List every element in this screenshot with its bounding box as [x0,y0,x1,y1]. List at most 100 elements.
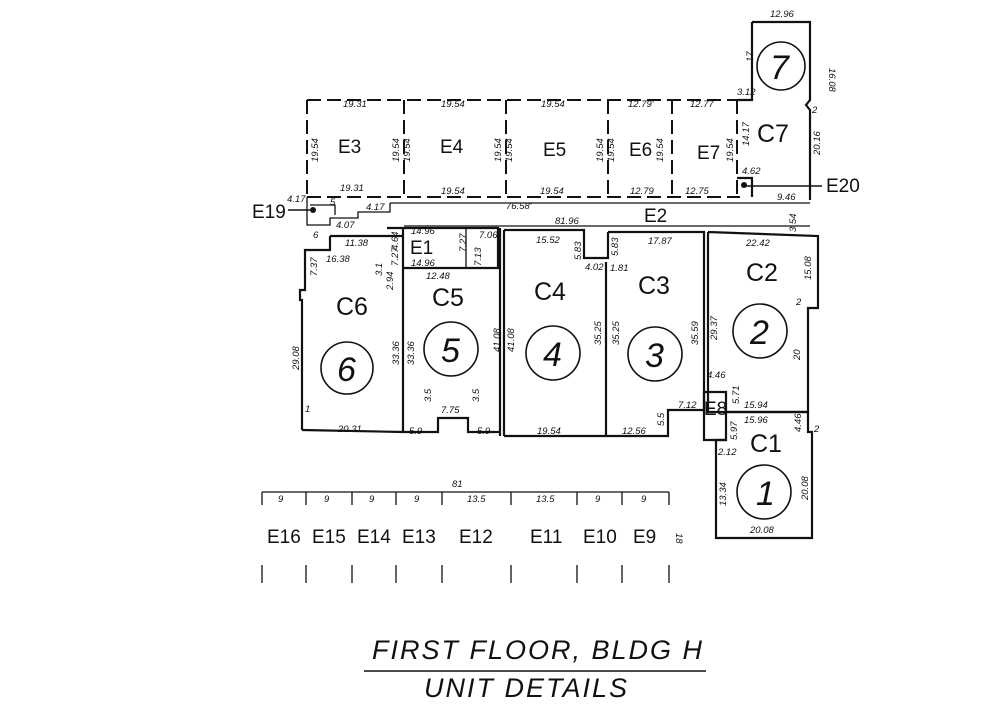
room-label-e16: E16 [267,527,301,548]
dim-label: 2 [811,105,818,116]
dim-label: 19.31 [340,183,364,194]
vertical-dimension-labels: 17 16.08 19.54 19.54 19.54 19.54 19.54 1… [291,51,837,545]
dim-label: 9 [641,494,647,505]
dim-label: 12.56 [622,426,646,437]
dim-label: 13.5 [536,494,555,505]
room-label-e15: E15 [312,527,346,548]
room-label-e1: E1 [410,238,433,259]
unit-number-5: 5 [441,332,460,370]
dim-label: 19.31 [343,99,367,110]
dim-label: 20.16 [812,131,823,156]
c6-west-wall [298,236,332,430]
dim-label: 22.42 [745,238,770,249]
dim-label: 12.77 [690,99,714,110]
dim-label: 16.38 [326,254,350,265]
title-line-1: FIRST FLOOR, BLDG H [372,635,704,665]
room-label-e3: E3 [338,137,361,158]
dim-label: 4.62 [742,166,761,177]
dim-label: 19.54 [310,138,321,162]
dim-label: 9 [595,494,601,505]
dim-label: 6 [313,230,319,241]
c3-south-wall [606,408,704,438]
c6-south-wall [301,428,404,434]
dim-label: 35.25 [593,321,604,345]
room-label-e11: E11 [530,527,562,548]
dim-label: 19.54 [541,99,565,110]
dim-label: 35.25 [611,321,622,345]
room-label-c2: C2 [746,259,778,287]
room-label-e5: E5 [543,140,566,161]
dim-label: 19.54 [493,138,504,162]
dim-label: 81.96 [555,216,579,227]
unit-number-1: 1 [756,475,775,513]
dim-label: 17 [745,51,756,62]
dimension-labels: 12.96 3.12 2 19.31 19.54 19.54 12.79' 12… [278,9,820,536]
dim-label: 5.5 [656,412,667,426]
dim-label: 19.54 [441,99,465,110]
dim-label: 20.31 [337,424,362,435]
dim-label: 5.9 [477,426,491,437]
dim-label: 15.96 [744,415,768,426]
dim-label: 29.37 [709,316,720,341]
dim-label: 12.96 [770,9,794,20]
dim-label: 19.54 [540,186,564,197]
dim-label: 15.52 [536,235,560,246]
dim-label: 9 [278,494,284,505]
dim-label: 15.94 [744,400,768,411]
unit-number-4: 4 [543,336,562,374]
unit-1-circle [736,464,792,520]
dim-label: 9 [324,494,330,505]
dim-label: 20.08 [800,476,811,501]
e19-outline [306,197,391,226]
dim-label: 20 [792,349,803,361]
title-line-2: UNIT DETAILS [424,673,629,703]
e19-step [310,204,336,215]
dim-label: 12.48 [426,271,450,282]
room-label-e9: E9 [633,527,656,548]
unit-6-circle [320,341,374,395]
dim-label: 5.9 [409,426,423,437]
room-labels: E3 E4 E5 E6 E7 C7 E20 E19 E2 E1 C6 C5 C4… [252,120,860,548]
top-storage-row [306,99,740,198]
e1-box [387,226,500,270]
dim-label: 76.58' [506,201,533,212]
dim-label: 13.5 [467,494,486,505]
dim-label: 3.5 [423,388,434,402]
unit-2-circle [732,303,788,359]
dim-label: 17.87 [648,236,672,247]
room-label-e8: E8 [704,399,727,420]
dim-label: 41.08 [492,328,503,352]
dim-label: 13.34 [718,482,729,506]
dim-label: 3.12 [737,87,756,98]
dim-label: 9 [369,494,375,505]
unit-number-7: 7 [770,49,790,87]
room-label-e13: E13 [402,527,436,548]
dim-label: 19.54 [441,186,465,197]
unit-number-6: 6 [337,351,356,389]
c7-block [737,20,812,200]
e20-marker [741,182,747,188]
unit-3-circle [627,326,683,382]
c1-outline [714,410,814,540]
dim-label: 35.59 [690,321,701,345]
dim-label: 1 [305,404,310,415]
dim-label: 4.46 [793,413,804,432]
dim-label: 19.54 [537,426,561,437]
dim-label: 7.06 [479,230,498,241]
c7-east-wall [752,20,812,200]
dim-label: 5.71 [731,386,742,405]
dim-label: 7.27 [458,233,469,252]
unit-5-circle [423,321,479,377]
room-label-e20: E20 [826,176,860,197]
unit-7-circle [756,41,806,91]
room-label-c4: C4 [534,278,566,306]
e20-box [737,176,754,197]
dim-label: 14.17 [741,122,752,146]
dim-label: 2 [795,297,802,308]
dim-label: 4.46 [707,370,726,381]
e19-connector [288,182,822,226]
room-label-e6: E6 [629,140,652,161]
dim-label: 19.54 [606,138,617,162]
dim-label: 11.38 [345,238,369,249]
dim-label: 2.94 [385,272,396,292]
